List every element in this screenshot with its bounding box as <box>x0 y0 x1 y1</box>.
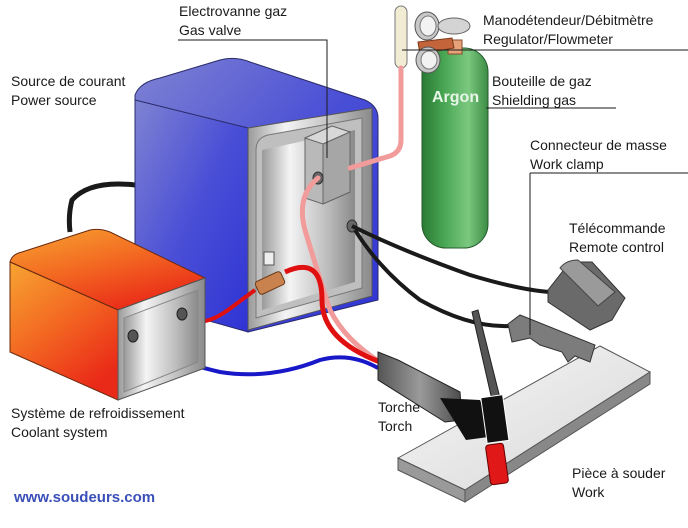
work-clamp-cable <box>353 228 511 329</box>
label-power-source: Source de courant Power source <box>11 72 125 110</box>
terminal-plate <box>263 251 275 266</box>
label-work-fr: Pièce à souder <box>572 465 666 481</box>
label-work-clamp: Connecteur de masse Work clamp <box>530 136 667 174</box>
website-link[interactable]: www.soudeurs.com <box>14 489 156 506</box>
label-coolant-fr: Système de refroidissement <box>11 405 185 421</box>
label-gas-valve-en: Gas valve <box>179 22 242 38</box>
label-gas-cylinder-fr: Bouteille de gaz <box>492 73 592 89</box>
coolant-unit <box>9 228 207 401</box>
label-regulator-fr: Manodétendeur/Débitmètre <box>483 12 654 28</box>
label-remote: Télécommande Remote control <box>569 219 666 257</box>
label-power-source-en: Power source <box>11 92 97 108</box>
label-coolant-en: Coolant system <box>11 424 108 440</box>
label-power-source-fr: Source de courant <box>11 73 126 89</box>
leader-gas-valve <box>178 39 328 158</box>
label-torch: Torche Torch <box>378 398 420 436</box>
label-gas-cylinder-en: Shielding gas <box>492 92 577 108</box>
remote-pedal <box>547 259 626 331</box>
label-work-en: Work <box>572 484 605 500</box>
label-regulator-en: Regulator/Flowmeter <box>483 31 613 47</box>
cylinder-label: Argon <box>432 89 479 106</box>
label-work-clamp-fr: Connecteur de masse <box>530 137 667 153</box>
label-coolant: Système de refroidissement Coolant syste… <box>11 404 185 442</box>
label-gas-valve: Electrovanne gaz Gas valve <box>179 2 287 40</box>
label-gas-cylinder: Bouteille de gaz Shielding gas <box>492 72 592 110</box>
label-torch-fr: Torche <box>378 399 421 415</box>
label-regulator: Manodétendeur/Débitmètre Regulator/Flowm… <box>483 11 653 49</box>
label-work: Pièce à souder Work <box>572 464 665 502</box>
torch-power-cable <box>283 265 381 365</box>
label-remote-en: Remote control <box>569 239 664 255</box>
leader-lines <box>178 39 688 335</box>
coolant-power-cable <box>66 181 136 233</box>
torch-connector <box>254 271 286 295</box>
flowmeter-tube <box>394 5 408 69</box>
label-torch-en: Torch <box>378 418 413 434</box>
torch <box>377 309 510 486</box>
work-piece <box>396 345 651 503</box>
gas-cylinder: Argon <box>421 39 489 249</box>
label-remote-fr: Télécommande <box>569 220 666 236</box>
remote-cable <box>351 224 551 294</box>
label-work-clamp-en: Work clamp <box>530 156 604 172</box>
gas-valve <box>303 125 352 205</box>
label-gas-valve-fr: Electrovanne gaz <box>179 3 288 19</box>
